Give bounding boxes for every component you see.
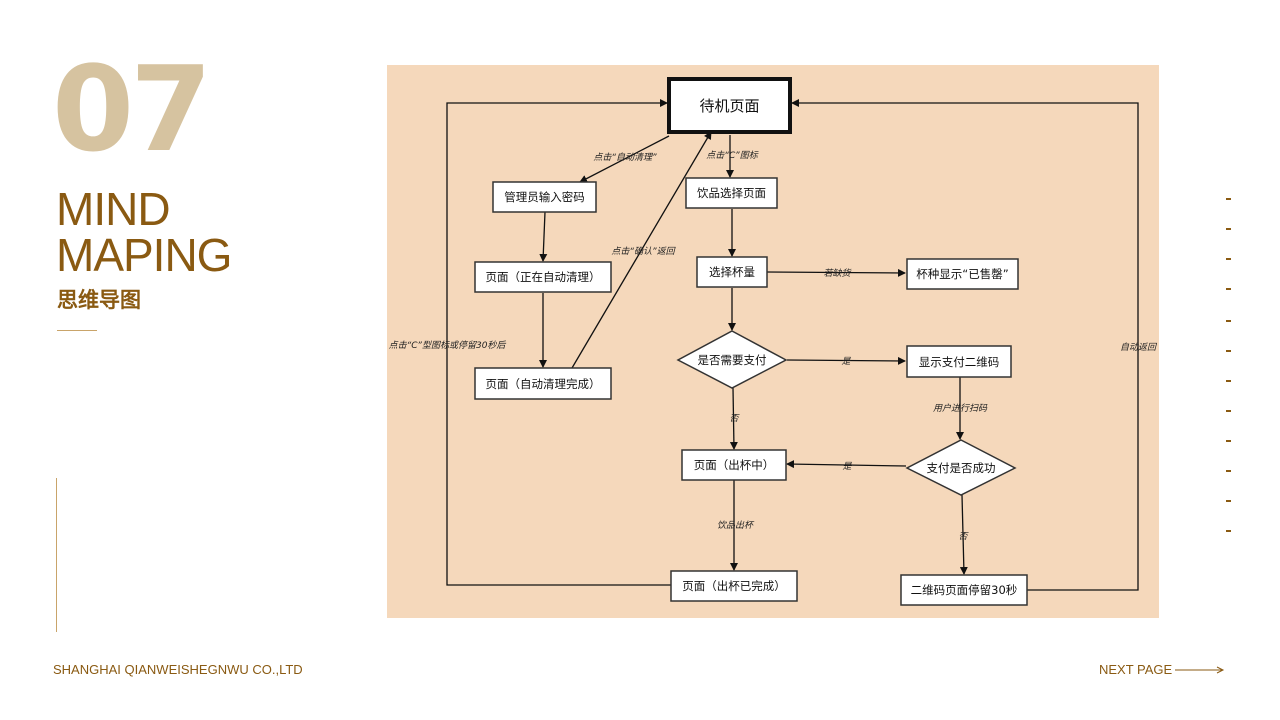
node-pay-success: 支付是否成功 [905, 439, 1017, 496]
page-dash[interactable] [1226, 500, 1231, 502]
edge-auto-return [791, 99, 1139, 591]
page-dash[interactable] [1226, 320, 1231, 322]
page-dash[interactable] [1226, 288, 1231, 290]
subtitle: 思维导图 [57, 288, 141, 312]
node-sold-out: 杯种显示“已售罄” [906, 258, 1019, 290]
svg-text:显示支付二维码: 显示支付二维码 [919, 355, 1000, 369]
section-number: 07 [52, 40, 212, 178]
edge-no-success [959, 494, 968, 575]
label-no-pay: 否 [729, 413, 740, 424]
label-tap-c-icon: 点击“C”图标 [706, 150, 758, 161]
page-dash[interactable] [1226, 410, 1231, 412]
label-no-success: 否 [958, 531, 969, 542]
node-cup-select: 选择杯量 [696, 256, 768, 288]
next-page-link[interactable]: NEXT PAGE [1099, 662, 1173, 677]
page-dash[interactable] [1226, 350, 1231, 352]
edge-out-of-stock [766, 268, 906, 277]
node-admin-password: 管理员输入密码 [492, 181, 597, 213]
label-user-scan: 用户进行扫码 [933, 403, 988, 414]
node-qr-stay: 二维码页面停留30秒 [900, 574, 1028, 606]
edge-yes-pay [786, 356, 906, 365]
label-left-return: 点击“C”型图标或停留30秒后 [389, 340, 507, 351]
svg-text:支付是否成功: 支付是否成功 [927, 461, 996, 475]
edge-auto-clean [579, 135, 670, 183]
svg-text:杯种显示“已售罄”: 杯种显示“已售罄” [916, 267, 1008, 281]
svg-text:是否需要支付: 是否需要支付 [698, 353, 767, 367]
edge-admin-clean [539, 211, 548, 262]
page-dash[interactable] [1226, 258, 1231, 260]
page-dash[interactable] [1226, 440, 1231, 442]
divider [57, 330, 97, 331]
svg-text:二维码页面停留30秒: 二维码页面停留30秒 [911, 583, 1018, 597]
title-line-1: MIND [56, 183, 171, 235]
node-show-qr: 显示支付二维码 [906, 345, 1012, 378]
edge-no-pay [729, 387, 738, 450]
node-dispensing: 页面（出杯中） [681, 449, 787, 481]
node-drink-select: 饮品选择页面 [685, 177, 778, 209]
svg-text:管理员输入密码: 管理员输入密码 [504, 190, 585, 204]
title-line-2: MAPING [56, 229, 232, 281]
node-need-pay: 是否需要支付 [676, 330, 788, 389]
svg-text:页面（出杯中）: 页面（出杯中） [694, 458, 775, 472]
svg-text:饮品选择页面: 饮品选择页面 [697, 186, 766, 200]
svg-text:待机页面: 待机页面 [699, 97, 759, 115]
svg-text:选择杯量: 选择杯量 [709, 265, 755, 279]
node-standby: 待机页面 [667, 77, 792, 134]
edge-confirm-return [571, 131, 712, 369]
page-dash[interactable] [1226, 470, 1231, 472]
page-dash[interactable] [1226, 228, 1231, 230]
label-drink-out: 饮品出杯 [717, 520, 755, 531]
node-cleaning: 页面（正在自动清理） [474, 261, 612, 293]
edge-yes-success [786, 460, 907, 469]
page-dash[interactable] [1226, 530, 1231, 532]
company-name: SHANGHAI QIANWEISHEGNWU CO.,LTD [53, 662, 303, 677]
label-auto-return: 自动返回 [1120, 342, 1158, 353]
node-dispense-done: 页面（出杯已完成） [670, 570, 798, 602]
label-tap-auto-clean: 点击“自动清理” [593, 152, 657, 163]
label-out-of-stock: 若缺货 [823, 268, 852, 279]
svg-text:页面（正在自动清理）: 页面（正在自动清理） [486, 270, 601, 284]
arrow-right-icon[interactable] [1175, 664, 1225, 676]
svg-text:页面（出杯已完成）: 页面（出杯已完成） [682, 579, 786, 593]
page-dash[interactable] [1226, 198, 1231, 200]
label-yes-success: 是 [842, 461, 852, 472]
diagram-background [387, 65, 1159, 618]
node-cleaning-done: 页面（自动清理完成） [474, 367, 612, 400]
vertical-divider [56, 478, 57, 632]
label-yes-pay: 是 [841, 356, 851, 367]
svg-text:页面（自动清理完成）: 页面（自动清理完成） [486, 377, 601, 391]
page-dash[interactable] [1226, 380, 1231, 382]
edge-left-return [446, 99, 671, 586]
label-confirm-return: 点击“确认”返回 [611, 246, 676, 257]
flowchart: 待机页面 管理员输入密码 页面（正在自动清理） 页面（自动清理完成） 饮品选择页… [387, 65, 1159, 618]
